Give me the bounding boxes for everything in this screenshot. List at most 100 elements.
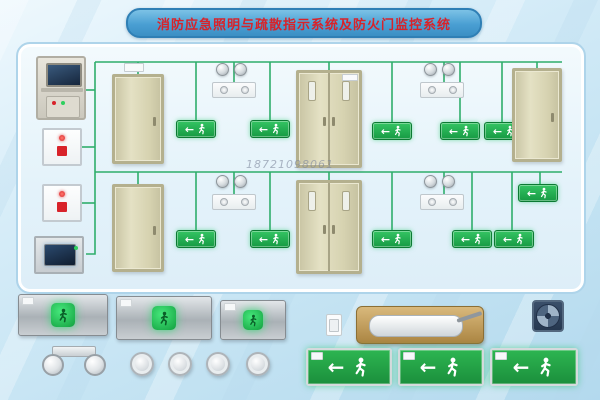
running-man-icon	[444, 356, 462, 378]
cabinet-lower-panel	[46, 96, 80, 118]
arrow-left-icon: ←	[502, 232, 513, 246]
door-handle	[153, 117, 156, 127]
downlight	[168, 352, 192, 376]
title-banner: 消防应急照明与疏散指示系统及防火门监控系统	[126, 8, 482, 38]
label-sticker	[224, 303, 236, 311]
lamp-icon	[219, 198, 228, 206]
exit-sign: ←	[250, 230, 290, 248]
lamp-icon	[427, 198, 436, 206]
running-man-icon	[537, 356, 555, 378]
lamp-icon	[448, 198, 457, 206]
closer-cylinder	[369, 315, 463, 337]
door-handle	[153, 226, 156, 236]
running-man-icon	[461, 125, 471, 137]
running-man-icon	[197, 233, 207, 245]
door-handle	[332, 117, 335, 127]
fire-door-monitor	[34, 236, 84, 274]
arrow-left-icon: ←	[258, 122, 269, 136]
big-exit-sign: ←	[398, 348, 484, 386]
fire-door-double	[296, 70, 362, 168]
door-handle	[332, 225, 335, 235]
ceiling-light	[442, 175, 455, 188]
arrow-left-icon: ←	[258, 232, 269, 246]
spot-lamp	[42, 354, 64, 376]
big-exit-sign: ←	[490, 348, 578, 386]
door-window	[308, 191, 316, 211]
ceiling-light	[216, 63, 229, 76]
running-man-icon	[271, 123, 281, 135]
power-distribution-box	[42, 184, 82, 222]
green-indicator-icon	[61, 101, 65, 105]
ceiling-light	[442, 63, 455, 76]
door-holder	[124, 63, 144, 72]
fan-blade-icon	[536, 304, 560, 328]
door-handle	[551, 113, 554, 123]
switch-rocker	[329, 318, 339, 332]
fire-door-single	[112, 184, 164, 272]
status-led-icon	[74, 246, 78, 250]
big-exit-sign: ←	[306, 348, 392, 386]
exit-sign: ←	[494, 230, 534, 248]
emergency-light-fixture	[212, 194, 256, 210]
arrow-left-icon: ←	[448, 124, 459, 138]
exit-sign: ←	[372, 122, 412, 140]
arrow-left-icon: ←	[380, 124, 391, 138]
alarm-lamp-icon	[59, 135, 65, 141]
lamp-icon	[427, 86, 436, 94]
downlight	[246, 352, 270, 376]
emergency-light-fixture	[212, 82, 256, 98]
fire-door-single	[112, 74, 164, 164]
glowing-exit-icon	[152, 306, 176, 330]
light-base	[52, 346, 96, 357]
alarm-lamp-icon	[59, 191, 65, 197]
door-window	[342, 191, 350, 211]
downlight	[206, 352, 230, 376]
door-window	[342, 81, 350, 101]
running-man-icon	[158, 311, 171, 326]
emergency-lighting-controller	[42, 128, 82, 166]
arrow-left-icon: ←	[526, 186, 537, 200]
running-man-icon	[393, 125, 403, 137]
exhaust-fan	[532, 300, 564, 332]
door-center-line	[328, 73, 330, 165]
wall-switch	[326, 314, 342, 336]
door-window	[308, 81, 316, 101]
ceiling-light	[424, 175, 437, 188]
ceiling-light	[234, 63, 247, 76]
glowing-exit-icon	[51, 303, 75, 327]
downlight	[130, 352, 154, 376]
emergency-light-fixture	[420, 82, 464, 98]
running-man-icon	[248, 314, 259, 327]
arrow-left-icon: ←	[184, 122, 195, 136]
exit-sign: ←	[176, 120, 216, 138]
ceiling-light	[216, 175, 229, 188]
exit-sign: ←	[518, 184, 558, 202]
label-sticker	[22, 297, 34, 305]
closer-arm	[456, 311, 483, 323]
fire-logo-icon	[57, 202, 67, 212]
control-computer-cabinet	[36, 56, 86, 120]
arrow-left-icon: ←	[492, 124, 503, 138]
glowing-exit-icon	[243, 310, 263, 330]
exit-sign: ←	[250, 120, 290, 138]
twin-spot-emergency-light	[38, 344, 108, 380]
running-man-icon	[515, 233, 525, 245]
spot-lamp	[84, 354, 106, 376]
door-center-line	[328, 183, 330, 271]
arrow-left-icon: ←	[380, 232, 391, 246]
exit-sign: ←	[372, 230, 412, 248]
exit-sign: ←	[176, 230, 216, 248]
arrow-left-icon: ←	[327, 355, 345, 379]
label-sticker	[120, 299, 132, 307]
lamp-icon	[240, 86, 249, 94]
arrow-left-icon: ←	[512, 355, 530, 379]
silver-exit-panel	[18, 294, 108, 336]
running-man-icon	[352, 356, 370, 378]
door-handle	[323, 117, 326, 127]
page-title: 消防应急照明与疏散指示系统及防火门监控系统	[156, 17, 451, 33]
label-sticker	[403, 352, 415, 360]
door-closer	[356, 306, 484, 344]
exit-sign: ←	[440, 122, 480, 140]
label-sticker	[311, 352, 323, 360]
label-sticker	[495, 352, 507, 360]
